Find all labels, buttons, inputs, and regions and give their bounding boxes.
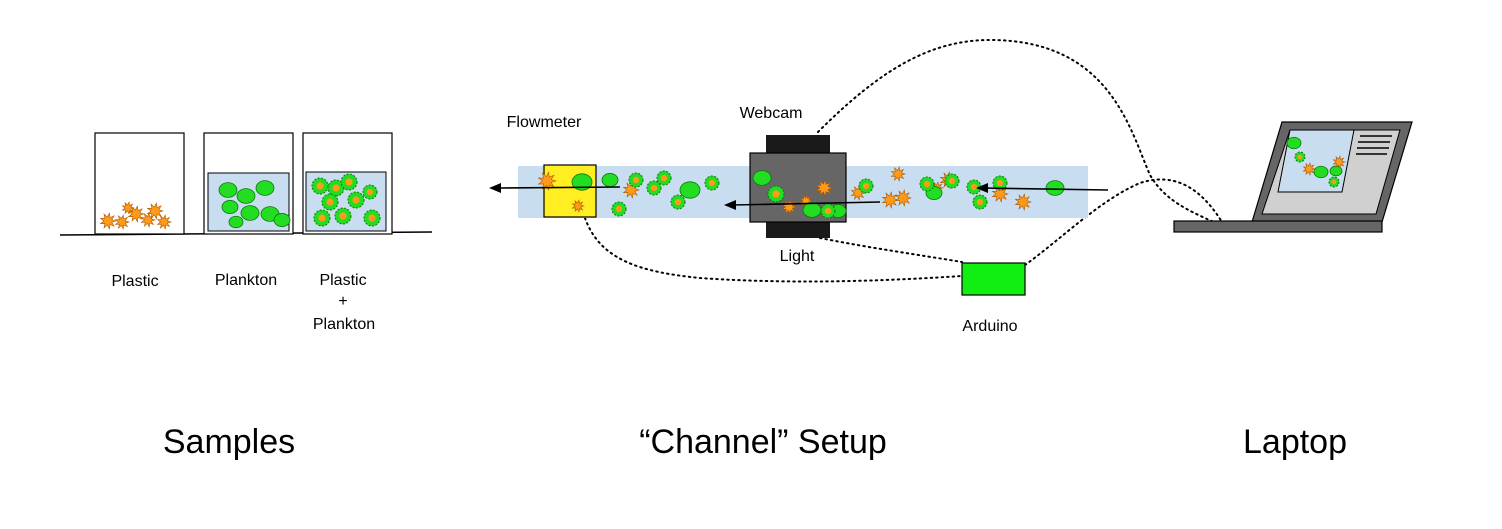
label-webcam: Webcam <box>740 105 803 122</box>
plastic-particle-icon <box>537 171 558 191</box>
flow-arrow-icon <box>731 201 881 206</box>
plastic-particle-icon <box>1332 155 1347 169</box>
plankton-with-plastic-icon <box>992 175 1008 191</box>
wire-arduino-laptop <box>1024 178 1223 266</box>
plankton-with-plastic-icon <box>362 184 378 200</box>
laptop-title: Laptop <box>1243 423 1347 461</box>
plastic-particle-icon <box>127 205 145 223</box>
plastic-particle-icon <box>894 189 912 207</box>
plankton-icon <box>1286 136 1302 150</box>
plankton-icon <box>273 213 291 227</box>
plankton-icon <box>1313 165 1329 179</box>
flowmeter-box <box>543 164 597 218</box>
flow-arrow-head <box>976 183 988 193</box>
plankton-with-plastic-icon <box>611 201 627 217</box>
plankton-icon <box>221 200 239 214</box>
wires <box>584 38 1229 283</box>
plastic-particle-icon <box>815 179 833 197</box>
laptop-screen-text-lines <box>1356 135 1392 155</box>
plastic-particle-icon <box>571 199 586 213</box>
label-flowmeter: Flowmeter <box>507 114 582 131</box>
plastic-particle-icon <box>890 166 906 182</box>
plankton-with-plastic-icon <box>311 177 329 195</box>
plankton-with-plastic-icon <box>1328 176 1340 188</box>
plankton-with-plastic-icon <box>334 207 352 225</box>
plankton-icon <box>255 180 275 196</box>
plastic-particle-icon <box>121 201 136 215</box>
plastic-particle-icon <box>156 214 172 230</box>
plankton-with-plastic-icon <box>646 180 662 196</box>
flow-arrow-head <box>724 200 736 210</box>
plankton-with-plastic-icon <box>321 193 339 211</box>
plankton-with-plastic-icon <box>858 178 874 194</box>
label-light: Light <box>780 248 815 265</box>
plankton-with-plastic-icon <box>972 194 988 210</box>
plankton-with-plastic-icon <box>704 175 720 191</box>
plankton-icon <box>218 182 238 198</box>
plastic-particle-icon <box>1302 162 1317 176</box>
plankton-with-plastic-icon <box>628 172 644 188</box>
wire-flowmeter-arduino <box>584 217 963 283</box>
plankton-with-plastic-icon <box>919 176 935 192</box>
samples-title: Samples <box>163 423 295 461</box>
plankton-icon <box>236 188 256 204</box>
plankton-with-plastic-icon <box>347 191 365 209</box>
channel-group: Flowmeter Webcam Light Arduino “Channel”… <box>489 105 1109 461</box>
flow-arrows <box>489 183 1109 210</box>
plankton-with-plastic-icon <box>340 173 358 191</box>
channel-title: “Channel” Setup <box>639 423 887 461</box>
plankton-with-plastic-icon <box>656 170 672 186</box>
plankton-icon <box>240 205 260 221</box>
laptop-icon: Laptop <box>1173 121 1413 461</box>
laptop-base <box>1173 220 1383 233</box>
wire-webcam-laptop <box>817 38 1229 229</box>
plankton-icon <box>802 202 822 218</box>
plankton-with-plastic-icon <box>313 209 331 227</box>
plankton-with-plastic-icon <box>670 194 686 210</box>
plankton-icon <box>1045 180 1065 196</box>
flow-arrow-icon <box>981 187 1109 191</box>
plastic-particle-icon <box>99 212 117 230</box>
plankton-with-plastic-icon <box>363 209 381 227</box>
flow-arrow-icon <box>497 186 621 189</box>
plankton-icon <box>601 173 619 187</box>
plankton-with-plastic-icon <box>1294 151 1306 163</box>
plankton-icon <box>228 215 244 229</box>
plankton-with-plastic-icon <box>767 185 785 203</box>
label-mixed-line1: Plastic <box>319 272 366 289</box>
plankton-with-plastic-icon <box>820 203 836 219</box>
plastic-particle-icon <box>146 202 164 220</box>
plastic-particle-icon <box>1014 193 1032 211</box>
plankton-icon <box>679 181 701 199</box>
plankton-with-plastic-icon <box>944 173 960 189</box>
label-mixed-line2: + <box>338 293 347 310</box>
arduino-board <box>961 262 1026 296</box>
flow-arrow-head <box>489 183 501 193</box>
plankton-icon <box>571 173 593 191</box>
label-arduino: Arduino <box>962 318 1017 335</box>
plastic-particle-icon <box>881 191 899 209</box>
label-plankton: Plankton <box>215 272 277 289</box>
wire-light-arduino <box>819 237 963 263</box>
label-mixed-line3: Plankton <box>313 316 375 333</box>
samples-group: Plastic Plankton Plastic + Plankton Samp… <box>59 132 433 461</box>
label-plastic: Plastic <box>111 273 158 290</box>
webcam-top <box>766 135 830 155</box>
plastic-particle-icon <box>991 185 1009 203</box>
plastic-particle-icon <box>114 214 130 230</box>
plankton-icon <box>752 170 772 186</box>
light-bottom <box>766 221 830 238</box>
